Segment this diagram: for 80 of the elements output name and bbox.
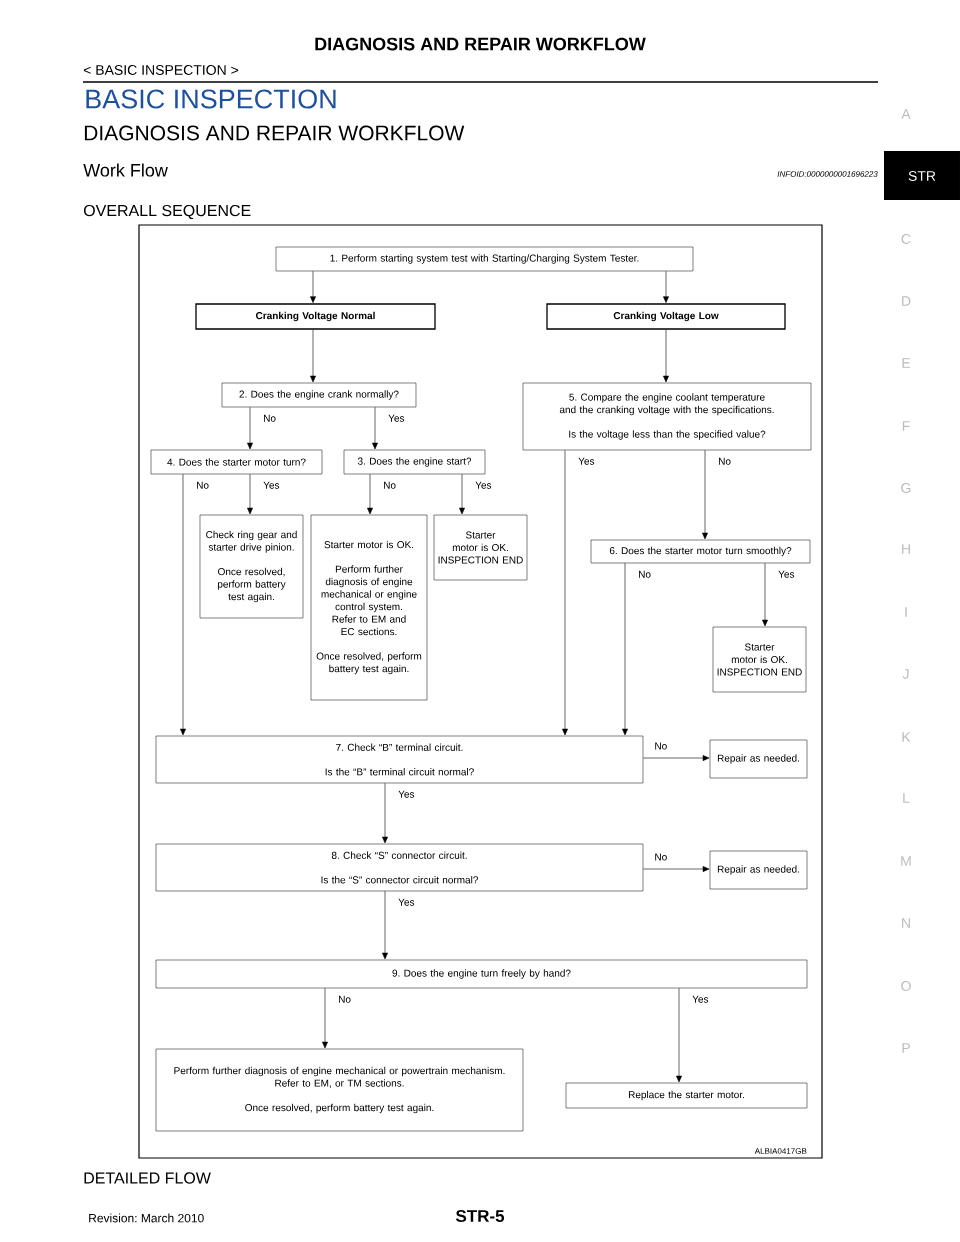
arrow xyxy=(459,473,465,515)
side-letter: F xyxy=(902,421,910,431)
page-title: DIAGNOSIS AND REPAIR WORKFLOW xyxy=(315,37,646,51)
arrow xyxy=(382,890,388,960)
side-letter: M xyxy=(901,856,911,866)
process-box: Perform further diagnosis of engine mechanical or powertrain mechanism. Refer to EM, or TM sections. Once resolved, perform battery test again. xyxy=(155,1048,524,1132)
side-letter: E xyxy=(902,358,911,368)
edge-label: No xyxy=(719,457,731,465)
process-box: Starter motor is OK. INSPECTION END xyxy=(712,626,807,693)
side-letter: K xyxy=(902,732,911,742)
arrow xyxy=(702,449,708,540)
process-box: 1. Perform starting system test with Starting/Charging System Tester. xyxy=(275,246,694,272)
arrow xyxy=(663,329,669,383)
edge-label: Yes xyxy=(475,481,492,489)
page-text: DIAGNOSIS AND REPAIR WORKFLOW xyxy=(84,125,465,141)
section-tab: STR xyxy=(884,151,960,200)
page-text: DETAILED FLOW xyxy=(84,1172,211,1184)
edge-label: Yes xyxy=(578,457,595,465)
side-letter: O xyxy=(901,981,911,991)
arrow xyxy=(622,562,628,736)
page-text: INFOID:0000000001696223 xyxy=(777,171,878,177)
edge-label: Yes xyxy=(388,414,405,422)
process-box: 9. Does the engine turn freely by hand? xyxy=(155,959,808,989)
arrow xyxy=(322,987,328,1049)
arrow xyxy=(642,866,710,872)
page-text: < BASIC INSPECTION > xyxy=(83,65,239,75)
page-text: Revision: March 2010 xyxy=(89,1213,204,1223)
arrow xyxy=(382,782,388,844)
arrow xyxy=(247,473,253,515)
arrow xyxy=(247,406,253,450)
process-box: 7. Check “B” terminal circuit. Is the “B” terminal circuit normal? xyxy=(155,735,644,784)
arrow xyxy=(642,755,710,761)
arrow xyxy=(762,562,768,627)
arrow xyxy=(663,270,669,303)
process-box: 4. Does the starter motor turn? xyxy=(150,449,323,475)
edge-label: Yes xyxy=(263,481,280,489)
process-box: Repair as needed. xyxy=(709,739,808,779)
arrow xyxy=(310,329,316,383)
edge-label: No xyxy=(384,481,396,489)
page-text: OVERALL SEQUENCE xyxy=(83,204,251,220)
page-text: Work Flow xyxy=(83,163,168,177)
process-box: Starter motor is OK. INSPECTION END xyxy=(433,514,528,581)
edge-label: No xyxy=(639,570,651,578)
side-letter: A xyxy=(901,109,911,119)
process-box: Repair as needed. xyxy=(709,850,808,890)
side-letter: G xyxy=(901,483,911,493)
side-letter: D xyxy=(902,296,911,306)
side-letter: P xyxy=(902,1043,910,1053)
process-box: 2. Does the engine crank normally? xyxy=(221,382,417,408)
page-text: ALBIA0417GB xyxy=(754,1148,807,1154)
process-box: 5. Compare the engine coolant temperature and the cranking voltage with the specifications. Is the voltage less than the specified value? xyxy=(522,382,812,451)
arrow xyxy=(310,270,316,303)
edge-label: No xyxy=(655,853,667,861)
process-box: 3. Does the engine start? xyxy=(343,449,486,475)
edge-label: No xyxy=(197,481,209,489)
edge-label: Yes xyxy=(778,570,795,578)
process-box: Check ring gear and starter drive pinion. Once resolved, perform battery test again. xyxy=(199,514,304,619)
process-box: Replace the starter motor. xyxy=(565,1082,808,1109)
side-letter: J xyxy=(902,669,909,679)
process-box: 8. Check “S” connector circuit. Is the “S” connector circuit normal? xyxy=(155,843,644,892)
heading-box: Cranking Voltage Low xyxy=(546,303,786,330)
edge-label: Yes xyxy=(692,995,709,1003)
arrow xyxy=(180,473,186,736)
edge-label: Yes xyxy=(398,790,415,798)
side-letter: H xyxy=(902,544,910,554)
arrow xyxy=(562,449,568,736)
arrow xyxy=(372,406,378,450)
process-box: Starter motor is OK. Perform further diagnosis of engine mechanical or engine control system. Refer to EM and EC sections. Once resolved, perform battery test again. xyxy=(310,514,428,701)
arrow xyxy=(676,987,682,1083)
arrow xyxy=(367,473,373,515)
page-text: BASIC INSPECTION xyxy=(86,89,336,109)
page-text: STR-5 xyxy=(455,1210,505,1223)
process-box: 6. Does the starter motor turn smoothly? xyxy=(590,539,811,564)
side-letter: C xyxy=(901,234,911,244)
edge-label: No xyxy=(339,995,351,1003)
edge-label: No xyxy=(655,742,667,750)
side-letter: N xyxy=(902,918,910,928)
edge-label: No xyxy=(264,414,276,422)
edge-label: Yes xyxy=(398,898,415,906)
heading-box: Cranking Voltage Normal xyxy=(195,303,436,330)
